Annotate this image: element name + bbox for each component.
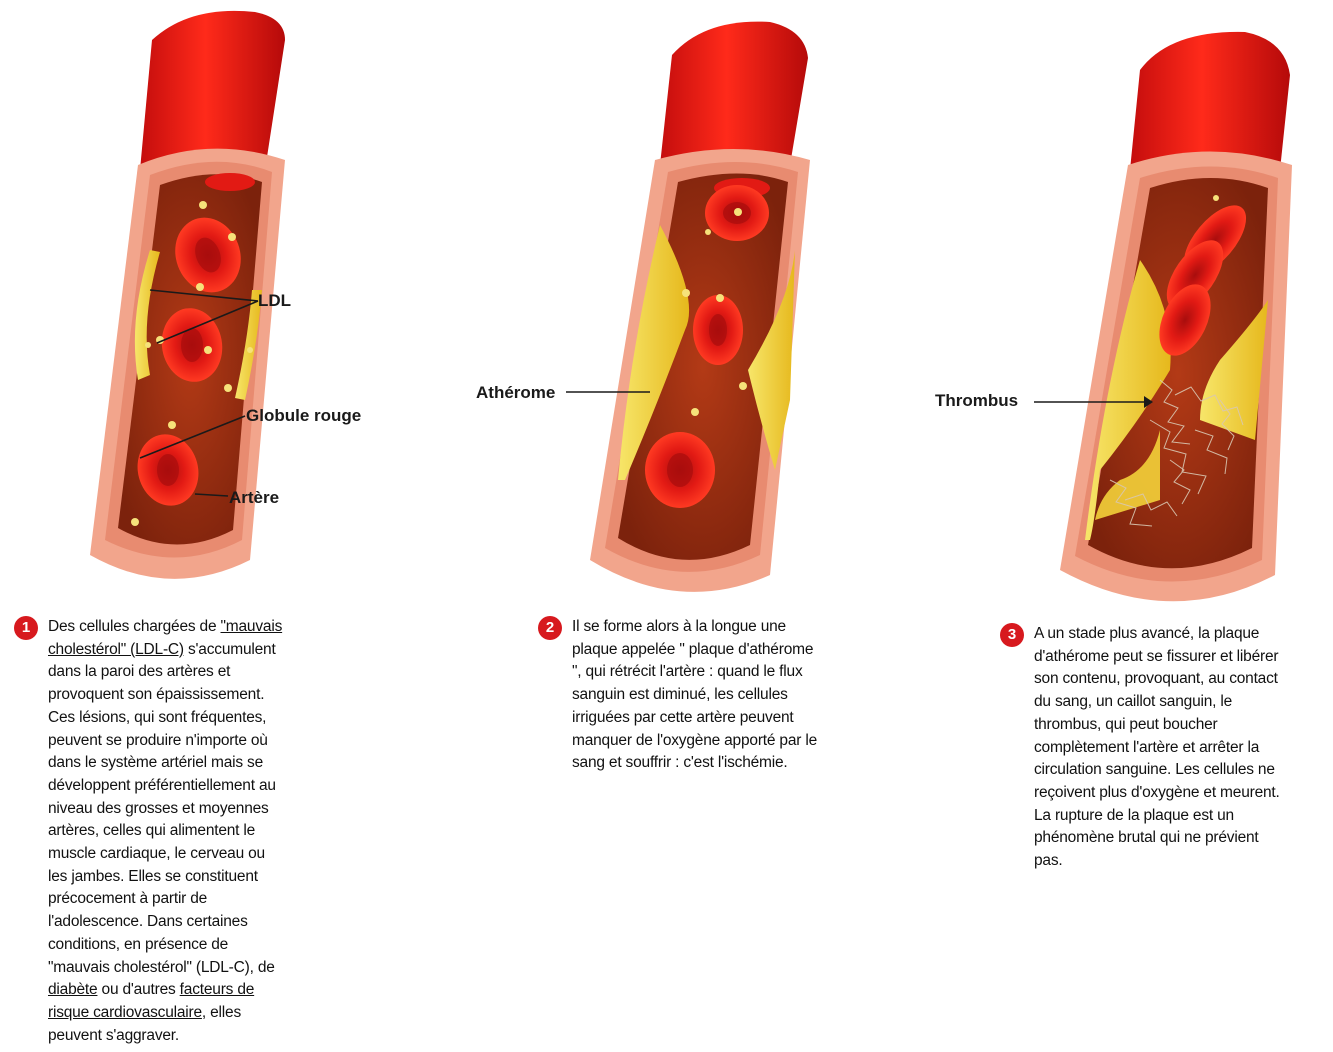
- caption-text: Des cellules chargées de: [48, 618, 221, 635]
- caption-line: La rupture de la plaque est un: [1034, 805, 1324, 828]
- artery-2: Athérome: [476, 22, 810, 592]
- caption-line: reçoivent plus d'oxygène et meurent.: [1034, 782, 1324, 805]
- step-badge-1: 1: [14, 616, 38, 640]
- caption-text: niveau des grosses et moyennes: [48, 800, 269, 817]
- caption-text: ", qui rétrécit l'artère : quand le flux: [572, 663, 803, 680]
- caption-line: Il se forme alors à la longue une: [572, 616, 872, 639]
- caption-text: pas.: [1034, 852, 1063, 869]
- artere-label: Artère: [229, 488, 279, 507]
- artery-3: Thrombus: [935, 32, 1292, 601]
- caption-line: phénomène brutal qui ne prévient: [1034, 827, 1324, 850]
- caption-text: phénomène brutal qui ne prévient: [1034, 829, 1259, 846]
- caption-line: provoquent son épaississement.: [48, 684, 348, 707]
- artery-1: LDL Globule rouge Artère: [90, 11, 361, 579]
- caption-2-text: Il se forme alors à la longue une plaque …: [572, 616, 872, 775]
- caption-text: artères, celles qui alimentent le: [48, 822, 255, 839]
- caption-text: Ces lésions, qui sont fréquentes,: [48, 709, 266, 726]
- caption-line: dans le système artériel mais se: [48, 752, 348, 775]
- caption-line: "mauvais cholestérol" (LDL-C), de: [48, 957, 348, 980]
- step-badge-3: 3: [1000, 623, 1024, 647]
- caption-line: d'athérome peut se fissurer et libérer: [1034, 646, 1324, 669]
- caption-line: pas.: [1034, 850, 1324, 873]
- caption-text: provoquent son épaississement.: [48, 686, 264, 703]
- caption-link[interactable]: diabète: [48, 981, 97, 998]
- caption-link[interactable]: "mauvais: [221, 618, 283, 635]
- atherome-label: Athérome: [476, 383, 555, 402]
- caption-text: dans la paroi des artères et: [48, 663, 230, 680]
- caption-text: reçoivent plus d'oxygène et meurent.: [1034, 784, 1280, 801]
- caption-text: du sang, un caillot sanguin, le: [1034, 693, 1232, 710]
- caption-line: peuvent s'aggraver.: [48, 1025, 348, 1048]
- caption-line: artères, celles qui alimentent le: [48, 820, 348, 843]
- caption-text: circulation sanguine. Les cellules ne: [1034, 761, 1275, 778]
- caption-line: peuvent se produire n'importe où: [48, 730, 348, 753]
- caption-line: précocement à partir de: [48, 888, 348, 911]
- caption-text: sanguin est diminué, les cellules: [572, 686, 788, 703]
- step-badge-2: 2: [538, 616, 562, 640]
- caption-text: développent préférentiellement au: [48, 777, 276, 794]
- caption-link[interactable]: risque cardiovasculaire: [48, 1004, 202, 1021]
- caption-text: , elles: [202, 1004, 241, 1021]
- ldl-label: LDL: [258, 291, 291, 310]
- caption-text: sang et souffrir : c'est l'ischémie.: [572, 754, 788, 771]
- caption-line: ", qui rétrécit l'artère : quand le flux: [572, 661, 872, 684]
- caption-text: Il se forme alors à la longue une: [572, 618, 786, 635]
- caption-line: Des cellules chargées de "mauvais: [48, 616, 348, 639]
- caption-text: peuvent se produire n'importe où: [48, 732, 268, 749]
- caption-line: thrombus, qui peut boucher: [1034, 714, 1324, 737]
- caption-line: manquer de l'oxygène apporté par le: [572, 730, 872, 753]
- caption-line: muscle cardiaque, le cerveau ou: [48, 843, 348, 866]
- red-blood-cell: [645, 432, 715, 508]
- caption-line: l'adolescence. Dans certaines: [48, 911, 348, 934]
- caption-3-text: A un stade plus avancé, la plaque d'athér…: [1034, 623, 1324, 873]
- caption-text: précocement à partir de: [48, 890, 207, 907]
- caption-text: irriguées par cette artère peuvent: [572, 709, 794, 726]
- caption-line: Ces lésions, qui sont fréquentes,: [48, 707, 348, 730]
- caption-text: thrombus, qui peut boucher: [1034, 716, 1218, 733]
- caption-text: les jambes. Elles se constituent: [48, 868, 258, 885]
- caption-line: conditions, en présence de: [48, 934, 348, 957]
- caption-line: sang et souffrir : c'est l'ischémie.: [572, 752, 872, 775]
- caption-text: ou d'autres: [97, 981, 179, 998]
- caption-text: d'athérome peut se fissurer et libérer: [1034, 648, 1278, 665]
- caption-text: La rupture de la plaque est un: [1034, 807, 1234, 824]
- caption-line: dans la paroi des artères et: [48, 661, 348, 684]
- caption-line: cholestérol" (LDL-C) s'accumulent: [48, 639, 348, 662]
- caption-text: muscle cardiaque, le cerveau ou: [48, 845, 265, 862]
- caption-line: irriguées par cette artère peuvent: [572, 707, 872, 730]
- caption-line: risque cardiovasculaire, elles: [48, 1002, 348, 1025]
- caption-text: "mauvais cholestérol" (LDL-C), de: [48, 959, 275, 976]
- caption-link[interactable]: facteurs de: [180, 981, 254, 998]
- caption-line: A un stade plus avancé, la plaque: [1034, 623, 1324, 646]
- caption-text: dans le système artériel mais se: [48, 754, 263, 771]
- caption-text: peuvent s'aggraver.: [48, 1027, 179, 1044]
- caption-text: A un stade plus avancé, la plaque: [1034, 625, 1259, 642]
- caption-line: les jambes. Elles se constituent: [48, 866, 348, 889]
- caption-link[interactable]: cholestérol" (LDL-C): [48, 641, 184, 658]
- caption-text: son contenu, provoquant, au contact: [1034, 670, 1278, 687]
- caption-line: complètement l'artère et arrêter la: [1034, 737, 1324, 760]
- caption-text: s'accumulent: [184, 641, 276, 658]
- caption-line: plaque appelée " plaque d'athérome: [572, 639, 872, 662]
- globule-rouge-label: Globule rouge: [246, 406, 361, 425]
- caption-line: son contenu, provoquant, au contact: [1034, 668, 1324, 691]
- caption-line: sanguin est diminué, les cellules: [572, 684, 872, 707]
- caption-line: circulation sanguine. Les cellules ne: [1034, 759, 1324, 782]
- caption-line: niveau des grosses et moyennes: [48, 798, 348, 821]
- caption-text: conditions, en présence de: [48, 936, 228, 953]
- thrombus-label: Thrombus: [935, 391, 1018, 410]
- caption-text: complètement l'artère et arrêter la: [1034, 739, 1259, 756]
- red-blood-cell: [693, 295, 743, 365]
- caption-text: plaque appelée " plaque d'athérome: [572, 641, 813, 658]
- caption-text: manquer de l'oxygène apporté par le: [572, 732, 817, 749]
- caption-line: du sang, un caillot sanguin, le: [1034, 691, 1324, 714]
- caption-line: développent préférentiellement au: [48, 775, 348, 798]
- caption-text: l'adolescence. Dans certaines: [48, 913, 248, 930]
- caption-line: diabète ou d'autres facteurs de: [48, 979, 348, 1002]
